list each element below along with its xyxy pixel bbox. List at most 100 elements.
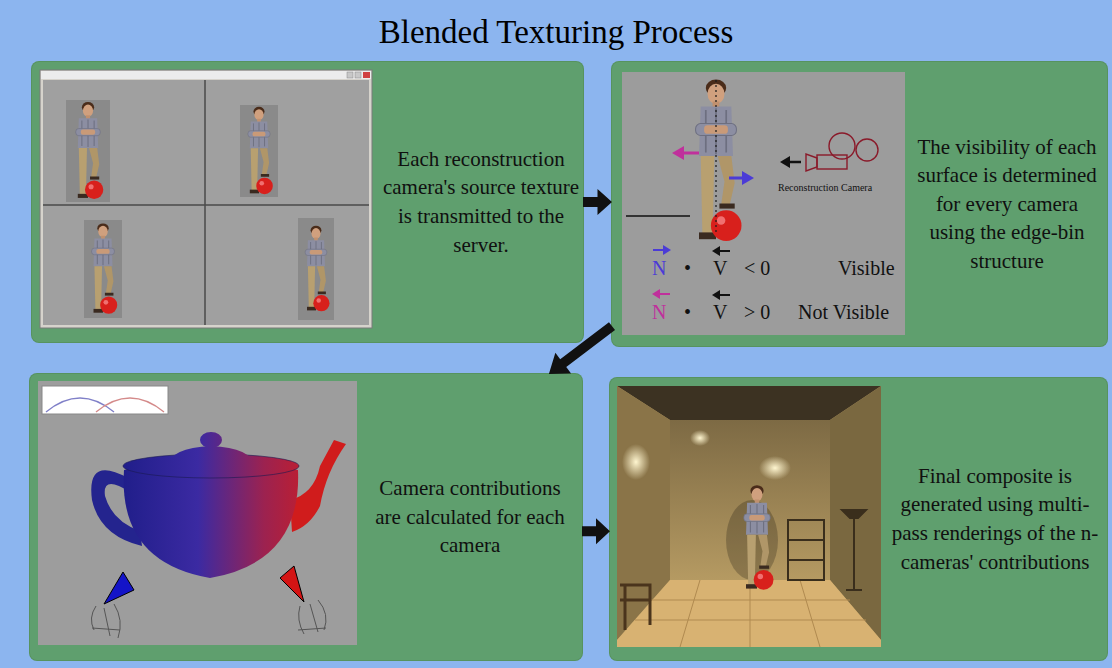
visibility-result: Not Visible	[798, 301, 889, 323]
view-symbol: V	[713, 301, 727, 323]
teapot-illustration	[123, 454, 299, 478]
normal-symbol: N	[652, 301, 666, 323]
normal-symbol: N	[652, 257, 666, 279]
camera-window-screenshot	[43, 80, 369, 325]
teapot-illustration	[104, 572, 134, 604]
room-render	[690, 430, 710, 446]
visibility-illustration	[789, 161, 801, 164]
visibility-illustration	[715, 80, 716, 232]
room-render	[617, 386, 881, 420]
visibility-illustration	[682, 152, 699, 155]
teapot-illustration	[124, 458, 299, 578]
visibility-illustration	[652, 289, 660, 299]
panel-text-column: Final composite is generated using multi…	[888, 462, 1102, 576]
room-render	[744, 485, 774, 590]
camera-window-screenshot	[43, 204, 369, 206]
room-render	[620, 585, 650, 630]
teapot-illustration	[46, 398, 114, 412]
label-anchor: V	[713, 258, 727, 279]
room-render	[617, 386, 881, 647]
visibility-illustration	[829, 133, 855, 159]
room-render	[830, 386, 881, 640]
camera-window-screenshot	[355, 72, 361, 78]
camera-label: Reconstruction Camera	[778, 182, 872, 193]
teapot-illustration	[42, 386, 168, 414]
visibility-illustration	[729, 177, 744, 180]
label-anchor: •	[684, 258, 691, 279]
teapot-illustration	[200, 432, 222, 448]
room-render	[842, 510, 866, 590]
panel-text-column: The visibility of each surface is determ…	[912, 133, 1102, 276]
label-anchor: Not Visible	[798, 302, 889, 323]
teapot-illustration	[38, 381, 357, 645]
visibility-result: Visible	[838, 257, 895, 279]
title-anchor: Blended Texturing Process	[0, 14, 1112, 50]
room-render	[726, 500, 778, 580]
camera-window-screenshot	[204, 80, 206, 325]
camera-window-screenshot	[240, 105, 278, 197]
teapot-illustration	[298, 600, 326, 634]
panel-text-column: Each reconstruction camera's source text…	[382, 145, 580, 259]
label-anchor: V	[713, 302, 727, 323]
comparison: < 0	[744, 257, 770, 279]
camera-window-screenshot	[248, 107, 273, 194]
camera-window-screenshot	[41, 71, 371, 79]
flow-arrow	[582, 518, 610, 544]
room-render	[788, 520, 824, 580]
camera-window-screenshot	[363, 72, 370, 78]
room-render	[617, 386, 670, 640]
panel-caption: The visibility of each surface is determ…	[912, 133, 1102, 276]
label-anchor: N	[652, 258, 666, 279]
visibility-illustration	[780, 156, 790, 168]
diagram-title: Blended Texturing Process	[379, 14, 734, 50]
label-anchor: > 0	[744, 302, 770, 323]
teapot-illustration	[38, 381, 357, 645]
visibility-illustration	[696, 79, 742, 241]
dot-operator: •	[684, 301, 691, 323]
panel-caption: Each reconstruction camera's source text…	[382, 145, 580, 259]
visibility-illustration	[626, 215, 690, 217]
room-render	[759, 456, 791, 480]
label-anchor: Visible	[838, 258, 895, 279]
camera-window-screenshot	[40, 70, 372, 328]
room-render	[635, 580, 866, 647]
room-render	[617, 580, 881, 647]
visibility-illustration	[856, 139, 878, 161]
visibility-illustration	[672, 146, 684, 160]
room-render	[622, 444, 650, 480]
visibility-illustration	[663, 245, 671, 255]
camera-window-screenshot	[66, 100, 110, 202]
visibility-illustration	[659, 293, 670, 295]
camera-window-screenshot	[347, 72, 353, 78]
process-panel: Final composite is generated using multi…	[610, 378, 1107, 660]
panel-caption: Final composite is generated using multi…	[888, 462, 1102, 576]
camera-window-screenshot	[40, 70, 372, 328]
visibility-illustration	[712, 290, 720, 300]
camera-window-screenshot	[298, 218, 334, 320]
panel-caption: Camera contributions are calculated for …	[364, 474, 576, 560]
teapot-illustration	[290, 440, 346, 532]
teapot-illustration	[91, 470, 142, 546]
view-symbol: V	[713, 257, 727, 279]
process-panel: Camera contributions are calculated for …	[30, 374, 582, 660]
room-render	[617, 386, 881, 647]
label-anchor: Reconstruction Camera	[778, 177, 872, 195]
teapot-illustration	[168, 446, 254, 466]
visibility-illustration	[719, 250, 730, 252]
comparison: > 0	[744, 301, 770, 323]
camera-window-screenshot	[76, 102, 104, 199]
panel-text-column: Camera contributions are calculated for …	[364, 474, 576, 560]
teapot-illustration	[96, 398, 164, 412]
room-render	[670, 420, 830, 580]
visibility-illustration	[742, 171, 754, 185]
visibility-illustration	[817, 155, 847, 169]
label-anchor: < 0	[744, 258, 770, 279]
visibility-illustration	[712, 246, 720, 256]
visibility-illustration	[719, 294, 730, 296]
visibility-illustration	[622, 72, 905, 335]
label-anchor: N	[652, 302, 666, 323]
flow-arrow	[583, 189, 612, 215]
camera-window-screenshot	[92, 223, 118, 313]
